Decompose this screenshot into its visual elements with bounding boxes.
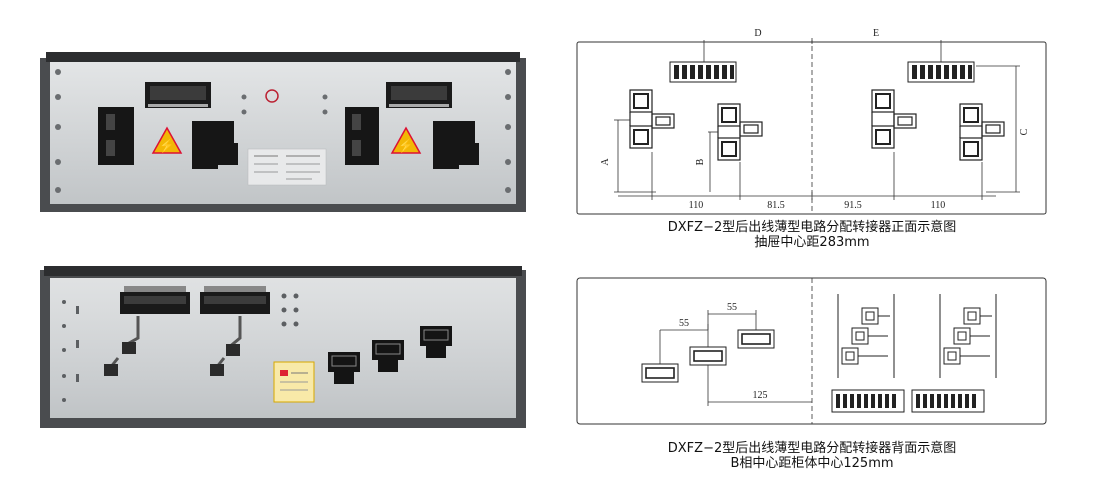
- svg-text:⚡: ⚡: [398, 138, 414, 154]
- logo-mark: [265, 89, 279, 103]
- back-connectors: [328, 326, 452, 384]
- svg-text:⚡: ⚡: [159, 138, 175, 154]
- dim-back-55-a: 55: [679, 318, 689, 329]
- front-photo: ⚡ ⚡: [40, 52, 526, 212]
- mounting-holes: [62, 293, 299, 402]
- front-caption-line1: DXFZ−2型后出线薄型电路分配转接器正面示意图: [667, 220, 957, 235]
- dim-bottom-3: 91.5: [844, 200, 862, 211]
- back-diagram: 55 55 125: [576, 277, 1047, 425]
- front-diagram: D E A B C 110 81.5 91.5 110: [576, 28, 1047, 215]
- dim-label-c: C: [1019, 128, 1030, 135]
- diagram-border: [576, 41, 1047, 215]
- dim-label-b: B: [695, 158, 706, 165]
- warning-sign-left: [151, 126, 183, 154]
- back-caption: DXFZ−2型后出线薄型电路分配转接器背面示意图 B相中心距柜体中心125mm: [576, 441, 1048, 471]
- connector-group-right: [345, 107, 479, 169]
- dim-label-e: E: [873, 28, 879, 39]
- dim-bottom-4: 110: [931, 200, 946, 211]
- back-photo: [40, 266, 526, 428]
- terminal-block-diagram-right: [907, 61, 975, 83]
- back-caption-line1: DXFZ−2型后出线薄型电路分配转接器背面示意图: [667, 441, 957, 456]
- terminal-strip-left: [120, 286, 190, 314]
- dim-back-55-b: 55: [727, 302, 737, 313]
- connector-group-left: [98, 107, 238, 169]
- terminal-block-diagram-left: [669, 61, 737, 83]
- back-clamps: [104, 342, 240, 376]
- dim-bottom-1: 110: [689, 200, 704, 211]
- photo-top-edge: [46, 52, 520, 62]
- yellow-label: [273, 361, 315, 403]
- connector-group-diagram-left: [629, 89, 763, 161]
- front-caption-line2: 抽屉中心距283mm: [754, 235, 870, 250]
- terminal-strip-right: [200, 286, 270, 314]
- terminal-block-right: [386, 82, 452, 108]
- connector-group-diagram-right: [871, 89, 1005, 161]
- warning-sign-right: [390, 126, 422, 154]
- back-caption-line2: B相中心距柜体中心125mm: [730, 456, 894, 471]
- info-label: [247, 148, 327, 186]
- diagram-border: [576, 277, 1047, 425]
- terminal-block-left: [145, 82, 211, 108]
- dim-label-d: D: [754, 28, 761, 39]
- bracket-assembly-left: [837, 294, 895, 378]
- front-caption: DXFZ−2型后出线薄型电路分配转接器正面示意图 抽屉中心距283mm: [576, 220, 1048, 250]
- dim-bottom-2: 81.5: [767, 200, 785, 211]
- back-terminal-strip-right: [911, 389, 985, 413]
- dim-back-125: 125: [753, 390, 768, 401]
- back-terminal-strip-left: [831, 389, 905, 413]
- screw-holes: [55, 69, 511, 193]
- dim-label-a: A: [600, 158, 611, 166]
- bracket-assembly-right: [939, 294, 997, 378]
